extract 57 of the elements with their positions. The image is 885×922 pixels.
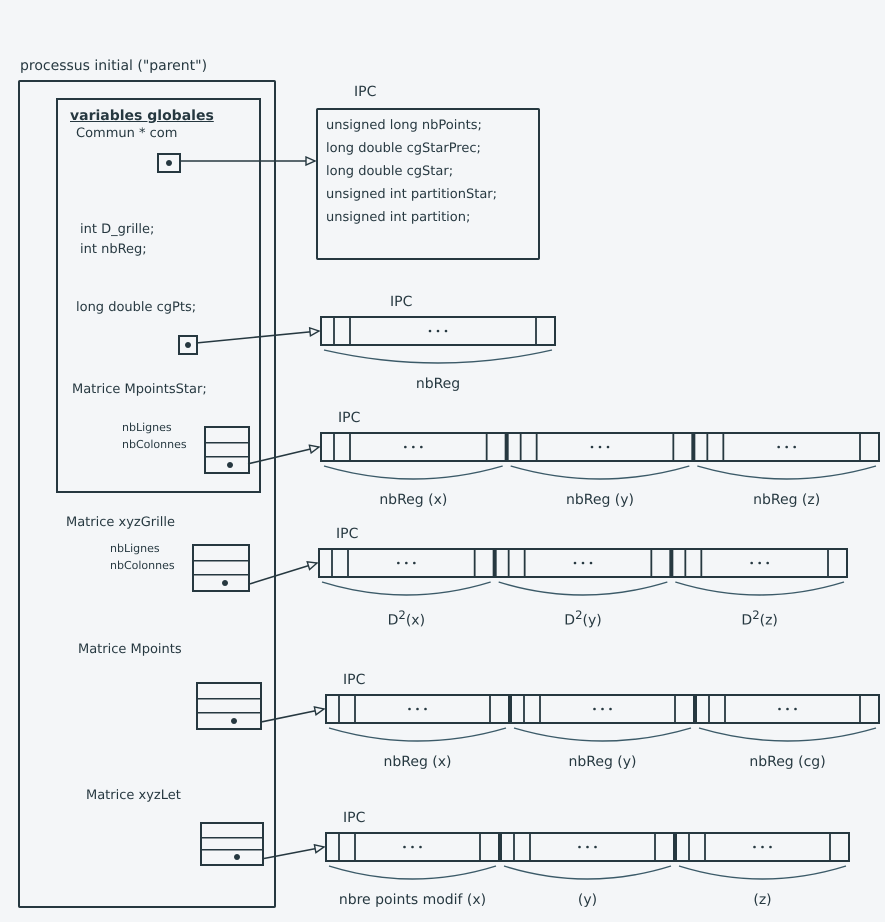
code-line: unsigned int partition;	[326, 210, 472, 225]
variable-declaration: Matrice xyzGrille	[66, 515, 175, 530]
matrix-struct	[204, 426, 250, 474]
size-label: nbReg (y)	[568, 754, 637, 770]
pointer-cell	[157, 153, 181, 173]
matrix-struct	[192, 544, 250, 592]
variable-declaration: long double cgPts;	[76, 300, 196, 315]
array-heading: IPC	[336, 526, 358, 542]
memory-array	[325, 672, 880, 724]
matrix-struct	[196, 682, 262, 730]
size-label: nbre points modif (x)	[338, 892, 486, 908]
code-line: long double cgStarPrec;	[326, 141, 482, 156]
size-label: D$^{2}$(z)	[741, 608, 778, 629]
box-title: IPC	[354, 84, 376, 100]
size-label: (y)	[578, 892, 598, 908]
box-title: processus initial ("parent")	[20, 58, 208, 74]
array-heading: IPC	[343, 810, 366, 826]
memory-array	[320, 294, 556, 346]
variable-declaration: int D_grille;	[80, 222, 154, 237]
size-label: D$^{2}$(y)	[564, 608, 602, 629]
process-box	[18, 56, 276, 908]
size-label: nbReg	[416, 376, 460, 392]
arrow	[264, 844, 325, 860]
code-line: unsigned int partitionStar;	[326, 187, 498, 202]
size-label: (z)	[753, 892, 772, 908]
array-heading: IPC	[338, 410, 360, 426]
pointer-cell	[178, 335, 198, 355]
variable-declaration: Matrice MpointsStar;	[72, 382, 207, 397]
arrow	[179, 156, 316, 166]
memory-array	[325, 810, 850, 862]
size-label: nbReg (y)	[566, 492, 634, 508]
memory-array	[320, 410, 880, 462]
variables-box	[56, 98, 261, 493]
arrow	[196, 327, 320, 344]
box-title: variables globales	[70, 108, 214, 124]
memory-array	[318, 526, 848, 578]
arrow	[248, 444, 320, 465]
arrow	[250, 561, 318, 585]
code-line: long double cgStar;	[326, 164, 454, 179]
size-label: nbReg (x)	[383, 754, 452, 770]
code-line: unsigned long nbPoints;	[326, 118, 483, 133]
size-label: D$^{2}$(x)	[388, 608, 426, 629]
variable-declaration: Matrice xyzLet	[86, 788, 181, 803]
arrow	[262, 706, 325, 723]
variable-declaration: Matrice Mpoints	[78, 642, 182, 657]
field-name: nbColonnes	[122, 438, 187, 451]
field-name: nbLignes	[122, 421, 172, 434]
variable-declaration: int nbReg;	[80, 242, 147, 257]
variable-declaration: Commun * com	[76, 126, 178, 141]
field-name: nbColonnes	[110, 559, 175, 572]
size-label: nbReg (cg)	[749, 754, 826, 770]
field-name: nbLignes	[110, 542, 160, 555]
size-label: nbReg (z)	[753, 492, 820, 508]
array-heading: IPC	[390, 294, 412, 310]
array-heading: IPC	[343, 672, 366, 688]
size-label: nbReg (x)	[379, 492, 448, 508]
matrix-struct	[200, 822, 264, 866]
